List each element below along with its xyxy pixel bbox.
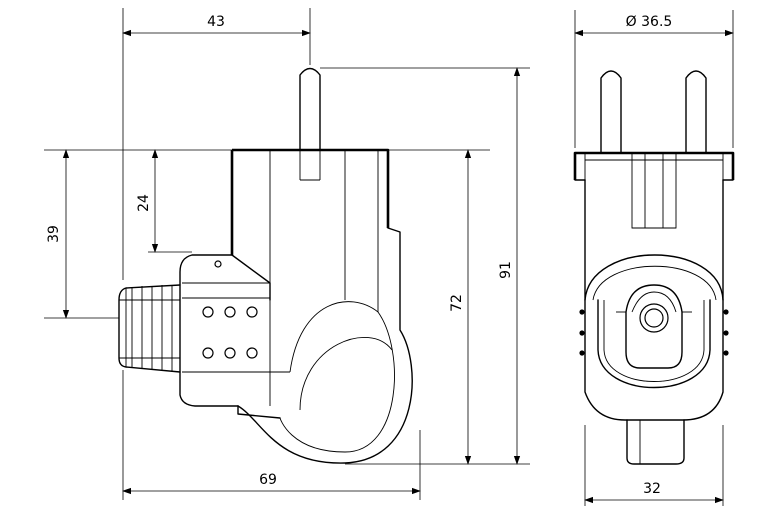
front-view: Ø 36.5 32 (573, 10, 735, 506)
dim-label-39: 39 (46, 225, 62, 243)
side-view-pin (299, 67, 321, 151)
side-view-grip-loop (237, 227, 413, 464)
dim-label-72: 72 (449, 294, 465, 312)
dim-label-diameter: Ø 36.5 (626, 14, 673, 30)
front-view-socket (616, 284, 692, 369)
side-view-vent-holes (202, 306, 258, 359)
front-view-cable-stub (626, 419, 685, 465)
dim-label-69: 69 (259, 472, 277, 488)
dim-label-43: 43 (207, 14, 225, 30)
front-view-pin-right (685, 70, 707, 154)
front-view-side-dots (579, 305, 729, 365)
side-view-cable-entry (118, 284, 181, 373)
front-view-housing-outline (573, 151, 735, 180)
dim-label-91: 91 (498, 261, 514, 279)
dim-label-24: 24 (136, 194, 152, 212)
dim-label-32: 32 (643, 481, 661, 497)
front-view-pin-left (600, 70, 622, 154)
side-view-housing-outline (230, 148, 390, 255)
side-view: 43 39 24 72 91 69 (44, 8, 530, 500)
